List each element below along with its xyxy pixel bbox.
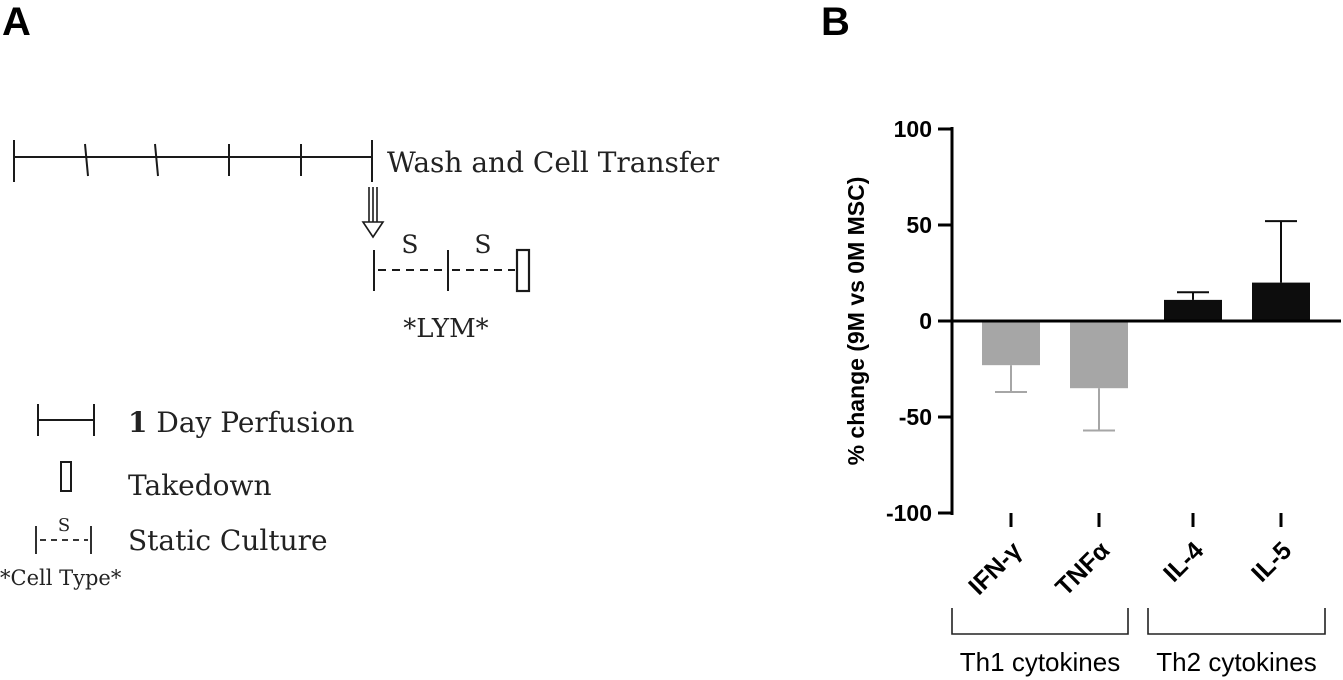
category-label-2: IL-4 — [1158, 536, 1209, 587]
y-tick-label-1: 50 — [906, 212, 932, 238]
legend-static-culture-icon — [35, 526, 92, 554]
legend-static-symbol: S — [58, 515, 70, 536]
group-bracket-1 — [1147, 608, 1326, 635]
legend-static-culture-label: Static Culture — [128, 524, 328, 557]
legend-perfusion-label: 1 Day Perfusion — [128, 406, 354, 439]
static-label-2: S — [474, 230, 491, 259]
y-tick-label-0: 100 — [894, 116, 932, 142]
y-axis-label: % change (9M vs 0M MSC) — [843, 177, 869, 466]
panel-a-letter: A — [2, 0, 31, 44]
y-tick-label-4: -100 — [886, 500, 932, 526]
legend-cell-type-label: *Cell Type* — [0, 566, 122, 590]
y-tick-label-3: -50 — [899, 404, 932, 430]
legend-takedown-label: Takedown — [128, 469, 272, 502]
bar-1 — [1070, 321, 1128, 389]
cell-type-label: *LYM* — [403, 314, 488, 344]
group-bracket-0 — [951, 608, 1129, 635]
legend-perfusion-number: 1 — [128, 406, 147, 439]
group-label-1: Th2 cytokines — [1156, 647, 1316, 677]
takedown-icon — [515, 248, 531, 293]
legend-perfusion-icon — [37, 404, 95, 436]
static-culture-timeline — [373, 248, 531, 293]
panel-b-letter: B — [821, 0, 850, 44]
category-label-1: TNFα — [1050, 536, 1115, 601]
timeline-tick-day1 — [84, 143, 89, 177]
category-label-0: IFN-γ — [963, 536, 1027, 600]
legend-perfusion-text: Day Perfusion — [147, 406, 354, 439]
static-label-1: S — [401, 230, 418, 259]
perfusion-timeline — [13, 140, 373, 182]
bar-2 — [1164, 299, 1222, 321]
legend-takedown-icon — [60, 461, 72, 492]
y-tick-label-2: 0 — [919, 308, 932, 334]
timeline-tick-day2 — [154, 143, 159, 177]
bar-chart: 100 50 0 -50 -100 % change (9M vs 0M MSC) IFN-… — [843, 116, 1341, 677]
category-label-3: IL-5 — [1246, 536, 1297, 587]
wash-transfer-label: Wash and Cell Transfer — [387, 146, 720, 179]
bar-0 — [982, 321, 1040, 366]
bar-3 — [1252, 282, 1310, 321]
transfer-arrow-icon — [361, 187, 385, 239]
group-label-0: Th1 cytokines — [960, 647, 1120, 677]
